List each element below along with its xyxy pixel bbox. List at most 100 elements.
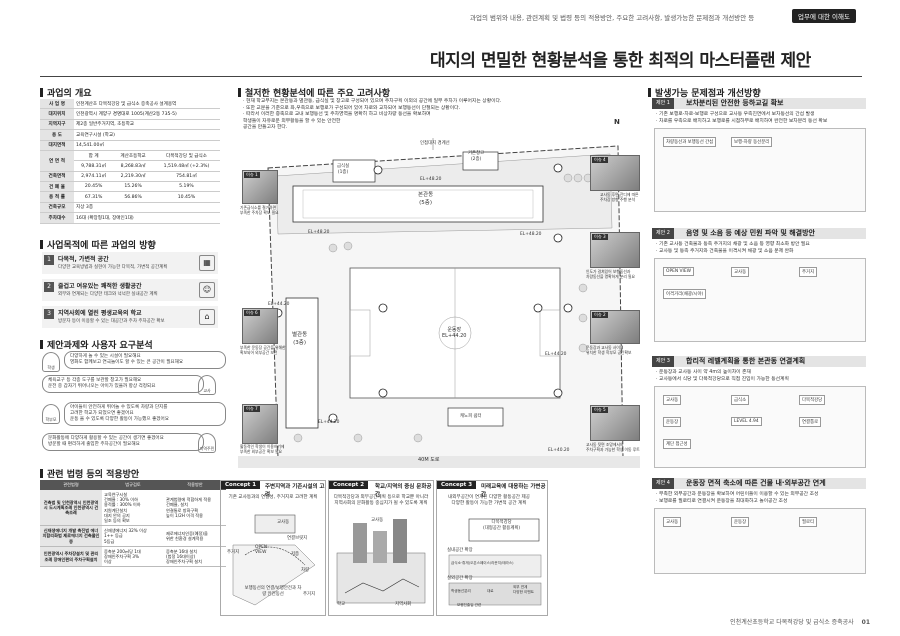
map-label-field: 운동장 EL+44.20 [442, 327, 467, 339]
issue-title: 합리적 레벨계획을 통한 본관동 연결계획 [686, 357, 806, 365]
c3-label-indoor: 실내공간 확장 [447, 548, 473, 553]
purpose-heading: 다목적, 가변적 공간 [58, 256, 109, 263]
requests-title: 제안과제와 사용자 요구분석 [40, 338, 153, 351]
footer-text: 인천계산초등학교 다목적강당 및 급식소 증축공사 [730, 619, 854, 626]
concept-3: Concept 3 미래교육에 대응하는 가변공간 내외부공간이 연계된 다양한… [436, 480, 548, 616]
map-label-el3: EL+48.20 [308, 230, 330, 235]
issue-diagram: 차량동선과 보행동선 간섭 보행-차량 동선분리 [654, 128, 866, 212]
concept-2-tag: Concept 2 [329, 481, 369, 489]
issue-diagram-label: 급식소 [731, 395, 750, 405]
person-resident-icon: 지역주민 [198, 433, 216, 453]
request-bubble-1: 다양하게 놀 수 있는 시설이 필요해요 영화도 함께보고 연극놀이도 할 수 … [64, 351, 226, 369]
issue-title: 음영 및 소음 등 예상 민원 파악 및 해결방안 [686, 229, 815, 237]
c3-label-outdoor: 실외공간 확장 [447, 576, 473, 581]
site-plan-map [238, 138, 640, 468]
c1-label-low: 저층 [291, 552, 300, 557]
concept-1-title: 주변지역과 기존시설의 고려 [265, 484, 325, 498]
concept-1: Concept 1 주변지역과 기존시설의 고려 기존 교사동과의 연결성, 주… [220, 480, 326, 616]
site-title: 철저한 현황분석에 따른 주요 고려사항 [238, 86, 390, 99]
concept-2-diagram [336, 519, 426, 604]
issue-caption-2: 운동장과 교사동 사이에 위치한 학생 학부모 공간확보 [586, 345, 632, 355]
request-bubble-3: 아이들이 안전하게 뛰어놀 수 있도록 차량과 단지를 고려한 학교가 되었으면… [64, 402, 226, 426]
issue-diagram-label: OPEN VIEW [663, 267, 694, 276]
issue-diagram-label: 연결통로 [799, 417, 822, 427]
map-label-el2: EL+48.20 [520, 232, 542, 237]
issue-diagram-label: 차량동선과 보행동선 간섭 [663, 137, 717, 147]
issue-photo-3: 이슈 3 [590, 232, 640, 268]
page-number: 01 [861, 619, 870, 626]
c2-label-school2: 학교 [337, 602, 346, 607]
issue-caption-7: 활동적인 학생이 이용하기에 부족한 외부공간 확보 필요 [240, 444, 285, 454]
person-teacher-icon: 교사 [198, 375, 216, 395]
community-icon: ⌂ [199, 309, 215, 325]
request-bubble-2: 체육교구 등 각종 도구를 보관할 창고가 필요해요 운전 중 갑자기 뛰어나오… [42, 375, 204, 393]
map-label-storage: 기존창고 (2층) [468, 151, 485, 162]
concept-3-tag: Concept 3 [437, 481, 477, 489]
issue-desc: · 기존 교사동 건축물과 동측 주거지의 채광 및 소음 등 영향 최소화 방… [656, 242, 810, 254]
issue-number: 제안 3 [652, 356, 674, 367]
map-label-el7: EL+40.20 [548, 448, 570, 453]
concept-2-title: 학교/지역의 중심 문화공간 [375, 484, 432, 498]
purpose-heading: 즐겁고 여유있는 쾌적한 생활공간 [58, 283, 142, 290]
map-label-canopy: 캐노피 쉼터 [460, 414, 482, 419]
issue-diagram-label: 계단 접근성 [663, 439, 691, 449]
site-notes: · 현재 학교부지는 본관동과 별관동, 급식실 및 창고로 구성되어 있으며 … [243, 99, 502, 130]
issue-caption-5: 교사동 뒷면 조망에서의 주차구획과 가능한 학생 이동 루트 [586, 442, 640, 452]
c3-label-event: 외부 연계 다양한 이벤트 [513, 585, 534, 594]
issue-photo-5: 이슈 5 [590, 405, 640, 441]
concept-3-desc: 내외부공간이 연계된 다양한 활동공간 제공 다양한 활동이 가능한 가변적 공… [448, 495, 530, 506]
c3-label-entrance: 보행진출입 관련 [457, 603, 482, 607]
issue-diagram-label: 보행-차량 동선분리 [731, 137, 773, 147]
issue-caption-1: 기존급식소를 철거하면 부족한 주차장 확보 필요 [240, 205, 279, 215]
overview-area-values: 9,788.31㎡ 8,268.83㎡ 1,519.48㎡ (+2.3%) [40, 160, 220, 172]
map-label-annex: 별관동 (3층) [292, 332, 308, 346]
issue-diagram-label: 이격거리(채광/시야) [663, 289, 707, 299]
c3-label-separation: 학생동선분리 [451, 589, 471, 593]
request-bubble-4: 문화활동에 다양하게 활용할 수 있는 공간이 생기면 좋겠어요 방문할 때 편… [42, 433, 204, 451]
north-arrow-icon: N [614, 118, 620, 126]
c1-label-car: 차량 [301, 568, 310, 573]
concept-2-desc: 다목적강당과 외부공간계획 등으로 학교뿐 아니라 지역사회의 문화활동 중심지… [333, 495, 429, 506]
map-label-el4: EL+44.20 [268, 302, 290, 307]
map-label-el1: EL+48.20 [420, 177, 442, 182]
issue-photo-7: 이슈 7 [242, 404, 278, 444]
map-label-main-building: 본관동 (5층) [418, 192, 434, 206]
c1-label-bridge: 연결브릿지 [287, 536, 308, 541]
laws-title: 관련 법령 등의 적용방안 [40, 467, 139, 480]
c2-label-community: 지역사회 [395, 602, 412, 607]
overview-title: 과업의 개요 [40, 86, 92, 99]
overview-area-header: 연 면 적 합 계 계산초등학교 다목적강당 및 급식소 [40, 150, 220, 172]
issue-desc: · 기존 보행로-차로-보행로 구성으로 교사동 우측진면에서 보차동선의 간섭… [656, 112, 828, 124]
c3-label-lounge: 급식소·휴게(오픈스페이스/라운지/테라스) [451, 561, 514, 565]
map-label-kitchen: 급식실 (1층) [337, 164, 350, 175]
smile-icon: ☺ [199, 282, 215, 298]
issue-number: 제안 1 [652, 98, 674, 109]
issue-photo-6: 이슈 6 [242, 308, 278, 344]
header-divider [40, 76, 862, 77]
issue-photo-2: 이슈 2 [590, 310, 640, 344]
concept-2: Concept 2 학교/지역의 중심 문화공간 다목적강당과 외부공간계획 등… [328, 480, 434, 616]
purpose-heading: 지역사회에 열린 평생교육의 학교 [58, 310, 142, 317]
issue-diagram-label: 교사동 [731, 267, 750, 277]
map-label-adjacent: 인접대지 경계선 [420, 141, 450, 146]
purpose-title: 사업목적에 따른 과업의 방향 [40, 238, 156, 251]
c3-label-hall: 다목적강당 (대형공간 활용계획) [483, 520, 521, 531]
page-title: 대지의 면밀한 현황분석을 통한 최적의 마스터플랜 제안 [430, 51, 811, 71]
purpose-number: 1 [44, 255, 54, 265]
